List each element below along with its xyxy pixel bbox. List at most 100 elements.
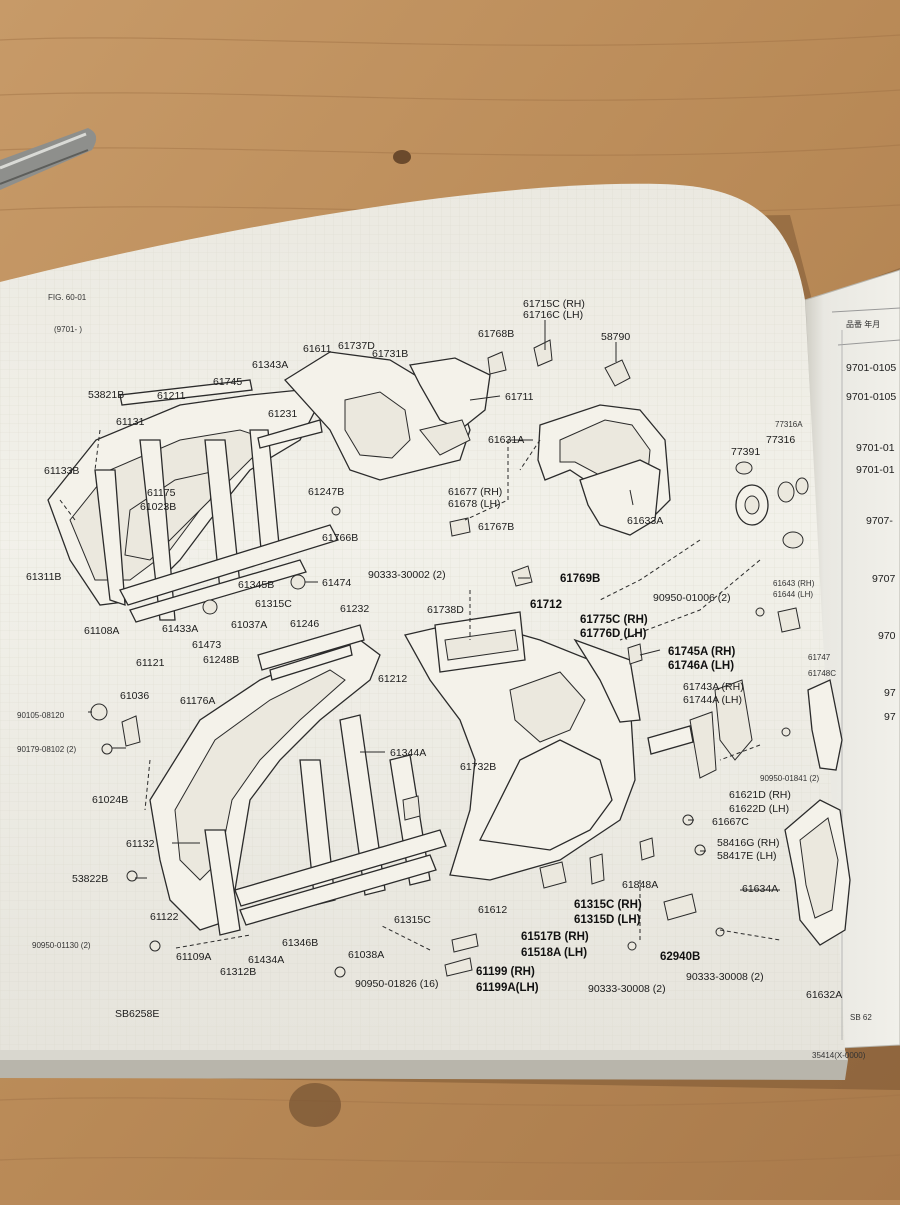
- diagram-code: SB6258E: [115, 1008, 159, 1020]
- part-61715c: 61715C (RH): [523, 298, 585, 310]
- part-61175: 61175: [147, 487, 176, 499]
- part-61434a: 61434A: [248, 954, 284, 966]
- right-row-4: 9701-01: [856, 464, 895, 476]
- right-row-6: 9707: [872, 573, 896, 585]
- part-61731b: 61731B: [372, 348, 408, 360]
- small-code: (9701- ): [54, 325, 82, 334]
- part-61716c: 61716C (LH): [523, 309, 583, 321]
- part-90179-08102: 90179-08102 (2): [17, 745, 76, 754]
- part-77391: 77391: [731, 446, 760, 458]
- part-90950-01006: 90950-01006 (2): [653, 592, 731, 604]
- part-61023b: 61023B: [140, 501, 176, 513]
- part-61633a: 61633A: [627, 515, 663, 527]
- part-61621d: 61621D (RH): [729, 789, 791, 801]
- part-61517b: 61517B (RH): [521, 931, 589, 943]
- part-61108a: 61108A: [84, 625, 119, 637]
- part-61122: 61122: [150, 911, 179, 923]
- right-row-2: 9701-0105: [846, 391, 896, 403]
- exploded-diagram: [47, 339, 851, 978]
- part-61231: 61231: [268, 408, 297, 420]
- part-90950-01826: 90950-01826 (16): [355, 978, 438, 990]
- part-61748c: 61748C: [808, 669, 836, 678]
- part-90333-30008-a: 90333-30008 (2): [588, 983, 666, 995]
- part-61037a: 61037A: [231, 619, 267, 631]
- part-62940b: 62940B: [660, 951, 700, 963]
- part-61199: 61199 (RH): [476, 966, 535, 978]
- part-61345b: 61345B: [238, 579, 274, 591]
- part-58416g: 58416G (RH): [717, 837, 779, 849]
- part-61677: 61677 (RH): [448, 486, 502, 498]
- part-61121: 61121: [136, 657, 165, 669]
- part-53822b: 53822B: [72, 873, 108, 885]
- right-row-9: 97: [884, 711, 896, 723]
- part-61109a: 61109A: [176, 951, 211, 963]
- part-61612: 61612: [478, 904, 507, 916]
- part-61767b: 61767B: [478, 521, 514, 533]
- right-row-5: 9707-: [866, 515, 893, 527]
- part-61232: 61232: [340, 603, 369, 615]
- part-61312b: 61312B: [220, 966, 256, 978]
- right-code: SB 62: [850, 1013, 872, 1022]
- part-90333-30008-b: 90333-30008 (2): [686, 971, 764, 983]
- part-61766b: 61766B: [322, 532, 358, 544]
- part-61036: 61036: [120, 690, 149, 702]
- part-61746a: 61746A (LH): [668, 660, 734, 672]
- part-61315c-rh: 61315C (RH): [574, 899, 642, 911]
- part-90333-30002: 90333-30002 (2): [368, 569, 446, 581]
- part-61711: 61711: [505, 391, 534, 403]
- part-61632a: 61632A: [806, 989, 842, 1001]
- wood-knot: [393, 150, 411, 164]
- part-61247b: 61247B: [308, 486, 344, 498]
- wood-knot-lower: [289, 1083, 341, 1127]
- right-row-7: 970: [878, 630, 896, 642]
- part-53821b: 53821B: [88, 389, 124, 401]
- part-61176a: 61176A: [180, 695, 215, 707]
- part-58790: 58790: [601, 331, 630, 343]
- part-61738d: 61738D: [427, 604, 464, 616]
- part-61744a: 61744A (LH): [683, 694, 742, 706]
- part-61667c: 61667C: [712, 816, 749, 828]
- metal-clip: [0, 128, 97, 190]
- part-61024b: 61024B: [92, 794, 128, 806]
- part-61644: 61644 (LH): [773, 590, 813, 599]
- part-61631a: 61631A: [488, 434, 524, 446]
- right-page-header: 品番 年月: [846, 319, 880, 329]
- part-61315c-upper: 61315C: [255, 598, 292, 610]
- part-61474: 61474: [322, 577, 351, 589]
- part-61315c-lower: 61315C: [394, 914, 431, 926]
- part-61131: 61131: [116, 416, 145, 428]
- part-61634a: 61634A: [742, 883, 778, 895]
- part-61211: 61211: [157, 390, 186, 402]
- part-61311b: 61311B: [26, 571, 61, 583]
- part-61745a: 61745A (RH): [668, 646, 735, 658]
- part-61473: 61473: [192, 639, 221, 651]
- right-row-8: 97: [884, 687, 896, 699]
- part-61433a: 61433A: [162, 623, 198, 635]
- part-61712: 61712: [530, 599, 562, 611]
- part-61199a: 61199A(LH): [476, 982, 539, 994]
- part-61678: 61678 (LH): [448, 498, 501, 510]
- part-61212: 61212: [378, 673, 407, 685]
- part-90105-08120: 90105-08120: [17, 711, 65, 720]
- part-61622d: 61622D (LH): [729, 803, 789, 815]
- part-90950-01841: 90950-01841 (2): [760, 774, 819, 783]
- fig-reference: FIG. 60-01: [48, 293, 87, 302]
- part-61745: 61745: [213, 376, 242, 388]
- part-61248b: 61248B: [203, 654, 239, 666]
- part-61344a: 61344A: [390, 747, 426, 759]
- right-row-3: 9701-01: [856, 442, 895, 454]
- part-61343a: 61343A: [252, 359, 288, 371]
- part-61133b: 61133B: [44, 465, 79, 477]
- part-77316: 77316: [766, 434, 795, 446]
- footer-code: 35414(X-0000): [812, 1051, 866, 1060]
- part-61732b: 61732B: [460, 761, 496, 773]
- part-61848a: 61848A: [622, 879, 658, 891]
- part-61643: 61643 (RH): [773, 579, 815, 588]
- part-61747: 61747: [808, 653, 831, 662]
- part-61743a: 61743A (RH): [683, 681, 744, 693]
- part-61611: 61611: [303, 343, 332, 355]
- part-61769b: 61769B: [560, 573, 600, 585]
- part-90950-01130: 90950-01130 (2): [32, 941, 91, 950]
